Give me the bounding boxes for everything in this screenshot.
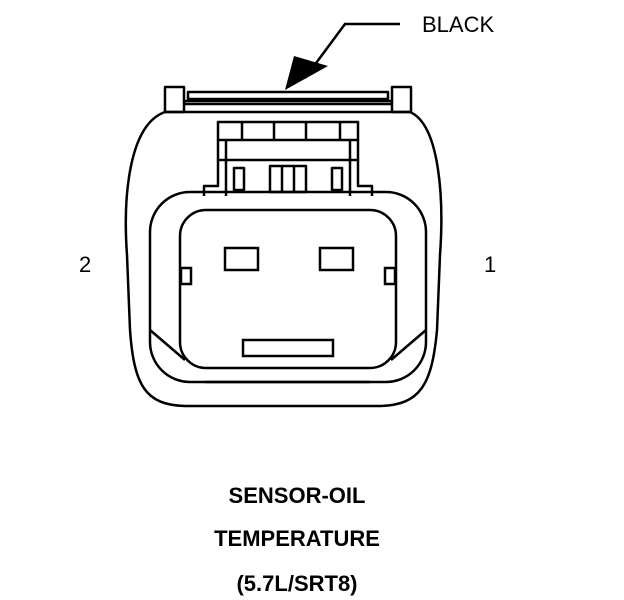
callout-leader (303, 22, 400, 79)
callout-label-black: BLACK (422, 12, 494, 37)
keying-rib (241, 338, 335, 358)
pin-number-left: 2 (79, 252, 91, 277)
pin-number-right: 1 (484, 252, 496, 277)
callout-arrowhead (285, 56, 328, 90)
side-latch-left (179, 266, 193, 286)
caption-line-3: (5.7L/SRT8) (236, 571, 357, 596)
connector-housing (124, 85, 443, 408)
caption-line-2: TEMPERATURE (214, 526, 380, 551)
terminal-cavity-pin-1 (318, 246, 355, 272)
connector-latch (202, 120, 374, 196)
terminal-cavity-pin-2 (223, 246, 260, 272)
side-latch-right (383, 266, 397, 286)
caption-line-1: SENSOR-OIL (229, 483, 366, 508)
connector-face (148, 190, 428, 384)
